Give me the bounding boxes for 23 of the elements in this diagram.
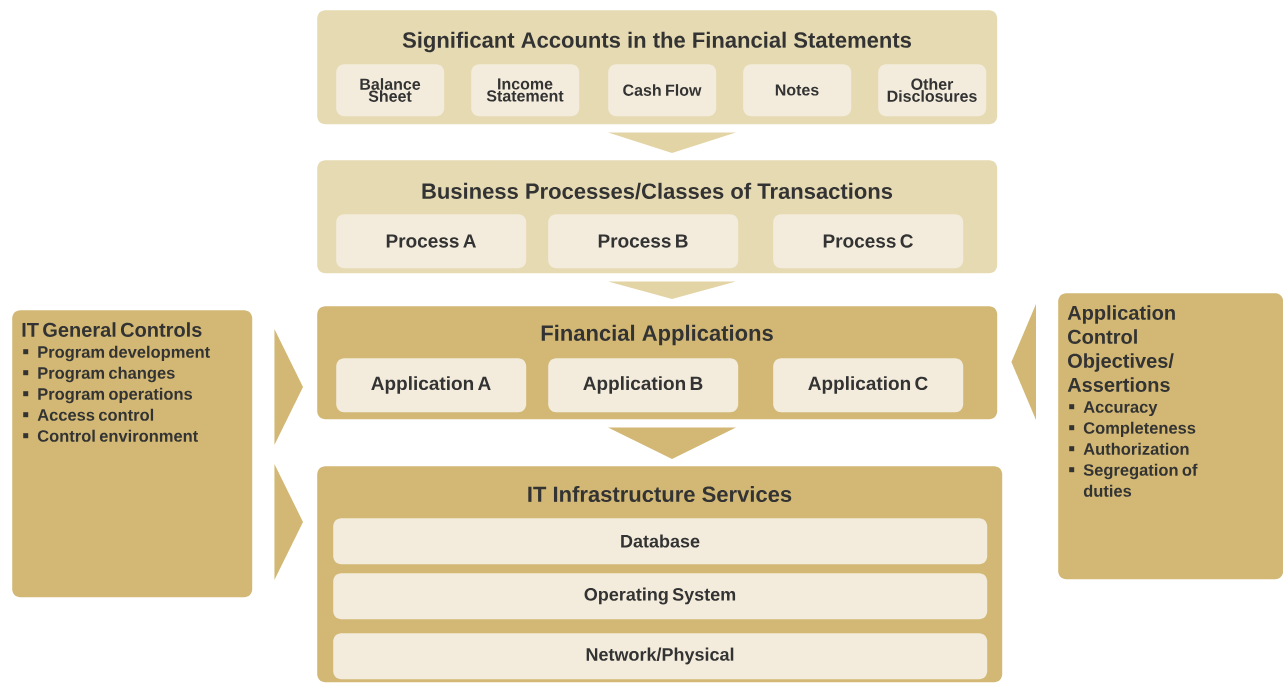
side-panel: Application Control Objectives/ Assertions Accuracy Completeness Authorization Segregation of duties — [1058, 293, 1283, 580]
side-panel: IT General Controls Program development Program changes Program operations Access control Control environment — [12, 310, 253, 598]
chevron-arrow — [608, 427, 736, 459]
item-box: Process C — [773, 214, 964, 269]
item-box: Application A — [336, 358, 527, 413]
node-label: Network/Physical — [586, 647, 734, 665]
account-box: Balance Sheet — [336, 64, 445, 117]
chevron-arrow — [1011, 304, 1036, 420]
account-box: Other Disclosures — [878, 64, 987, 117]
layer-bar: Operating System — [333, 573, 988, 620]
chevron-arrow — [274, 464, 303, 580]
item-box: Process B — [548, 214, 739, 269]
account-box: Income Statement — [471, 64, 580, 117]
item-box: Application B — [548, 358, 739, 413]
account-box: Notes — [743, 64, 852, 117]
account-box: Cash Flow — [608, 64, 717, 117]
chevron-arrow — [608, 281, 736, 299]
chevron-arrow — [274, 329, 303, 445]
item-box: Process A — [336, 214, 527, 269]
item-box: Application C — [773, 358, 964, 413]
layer-bar: Network/Physical — [333, 633, 988, 680]
chevron-arrow — [608, 132, 736, 153]
layer-bar: Database — [333, 518, 988, 565]
